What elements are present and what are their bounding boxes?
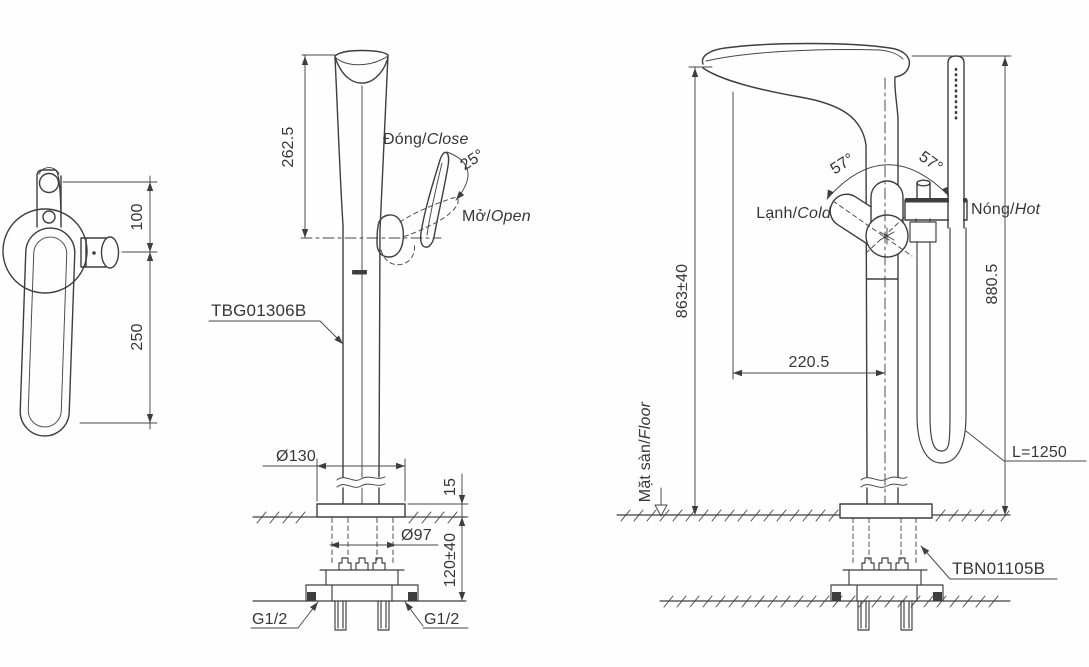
open-label-en: Open bbox=[491, 208, 531, 225]
hand-shower bbox=[904, 55, 968, 464]
thread-label-right: G1/2 bbox=[404, 601, 469, 629]
top-view-dimensions: 100 250 bbox=[62, 175, 158, 430]
dim-120-label: 120±40 bbox=[442, 533, 459, 587]
hose-loop-outer bbox=[916, 414, 967, 464]
dim-863-label: 863±40 bbox=[674, 264, 691, 318]
dim-220: 220.5 bbox=[732, 91, 886, 380]
dim-d130: Ø130 bbox=[262, 448, 406, 502]
lever-open-outline bbox=[380, 197, 459, 266]
close-label-vi: Đóng/ bbox=[383, 131, 427, 148]
hose-tubes bbox=[916, 227, 967, 416]
dim-262-5: 262.5 bbox=[280, 54, 336, 239]
swing-angle-annotation: 25° bbox=[446, 146, 488, 201]
thread-label-left: G1/2 bbox=[250, 601, 319, 629]
base-plate-side bbox=[316, 503, 406, 518]
hot-label-vi: Nóng/ bbox=[971, 201, 1015, 218]
floor-label-vi: Mặt sàn/ bbox=[637, 439, 654, 502]
dim-d97: Ø97 bbox=[329, 527, 439, 549]
hose-length-label: L=1250 bbox=[965, 430, 1087, 462]
hub-center-mark bbox=[879, 227, 895, 245]
hose-length-text: L=1250 bbox=[1012, 444, 1067, 461]
close-label-en: Close bbox=[427, 131, 469, 148]
cold-label-en: Cold bbox=[797, 205, 832, 222]
lever-handle-outline bbox=[19, 227, 76, 437]
dim-262-5-label: 262.5 bbox=[280, 126, 297, 167]
floor-label-en: Floor bbox=[637, 401, 654, 439]
toto-logo-mark bbox=[352, 270, 367, 275]
hose-loop-inner bbox=[929, 414, 951, 452]
dim-d130-label: Ø130 bbox=[276, 448, 316, 465]
angle-57-right-label: 57° bbox=[916, 148, 946, 176]
cold-label-vi: Lạnh/ bbox=[756, 205, 797, 222]
floor-arrow bbox=[654, 504, 668, 517]
column-break-wavy-front bbox=[860, 476, 908, 488]
dim-100-label: 100 bbox=[129, 203, 146, 230]
column-break-wavy bbox=[336, 476, 386, 488]
close-label: Đóng/Close bbox=[383, 131, 469, 148]
model-tbg-label: TBG01306B bbox=[211, 301, 306, 320]
spout-bracket-outline bbox=[36, 169, 62, 228]
side-view: 25° Đóng/Close Mở/Open 262.5 TBG01306B Ø… bbox=[208, 49, 531, 631]
model-label-front: TBN01105B bbox=[920, 545, 1058, 580]
cold-label: Lạnh/Cold bbox=[756, 205, 832, 222]
model-label-side: TBG01306B bbox=[208, 301, 344, 345]
floor-label-text: Mặt sàn/Floor bbox=[637, 401, 654, 502]
g12-left-label: G1/2 bbox=[252, 611, 288, 628]
angle-25-label: 25° bbox=[458, 146, 488, 174]
dim-863: 863±40 bbox=[674, 66, 713, 516]
base-plate-front bbox=[839, 503, 933, 519]
floor-label: Mặt sàn/Floor bbox=[637, 401, 668, 517]
lever-closed-outline bbox=[376, 151, 450, 258]
spout-column-front-outline bbox=[701, 42, 911, 505]
dim-15-label: 15 bbox=[442, 478, 459, 496]
dim-880-label: 880.5 bbox=[984, 263, 1001, 304]
open-label: Mở/Open bbox=[462, 208, 531, 225]
spout-column-outline bbox=[334, 49, 389, 505]
floor-line-front bbox=[616, 509, 1011, 522]
dim-880: 880.5 bbox=[911, 55, 1012, 516]
hot-label-en: Hot bbox=[1015, 201, 1041, 218]
rough-in-side bbox=[252, 517, 467, 631]
hose-outlet-fitting bbox=[909, 218, 937, 243]
escutcheon-outline bbox=[2, 208, 88, 294]
top-view: 100 250 bbox=[2, 167, 158, 437]
dim-d97-label: Ø97 bbox=[401, 527, 432, 544]
mixer-knobs bbox=[829, 180, 913, 258]
hot-label: Nóng/Hot bbox=[971, 201, 1041, 218]
g12-right-label: G1/2 bbox=[424, 611, 460, 628]
front-view: 57° 57° Lạnh/Cold Nóng/Hot 863±40 bbox=[616, 42, 1087, 631]
supply-pipe-left bbox=[334, 600, 347, 631]
dim-250-label: 250 bbox=[129, 323, 146, 350]
rough-in-front bbox=[659, 517, 1011, 631]
dim-15-and-120: 15 120±40 bbox=[407, 473, 469, 602]
model-tbn-label: TBN01105B bbox=[952, 559, 1045, 578]
open-label-vi: Mở/ bbox=[462, 208, 491, 225]
spout-outlet-circle bbox=[38, 172, 60, 194]
supply-pipe-right bbox=[377, 600, 390, 631]
diverter-knob bbox=[916, 182, 931, 200]
side-connector-outline bbox=[80, 236, 120, 269]
angle-57-left-label: 57° bbox=[828, 150, 858, 178]
bracket-screw-circle bbox=[42, 210, 56, 224]
dim-220-label: 220.5 bbox=[788, 354, 829, 371]
